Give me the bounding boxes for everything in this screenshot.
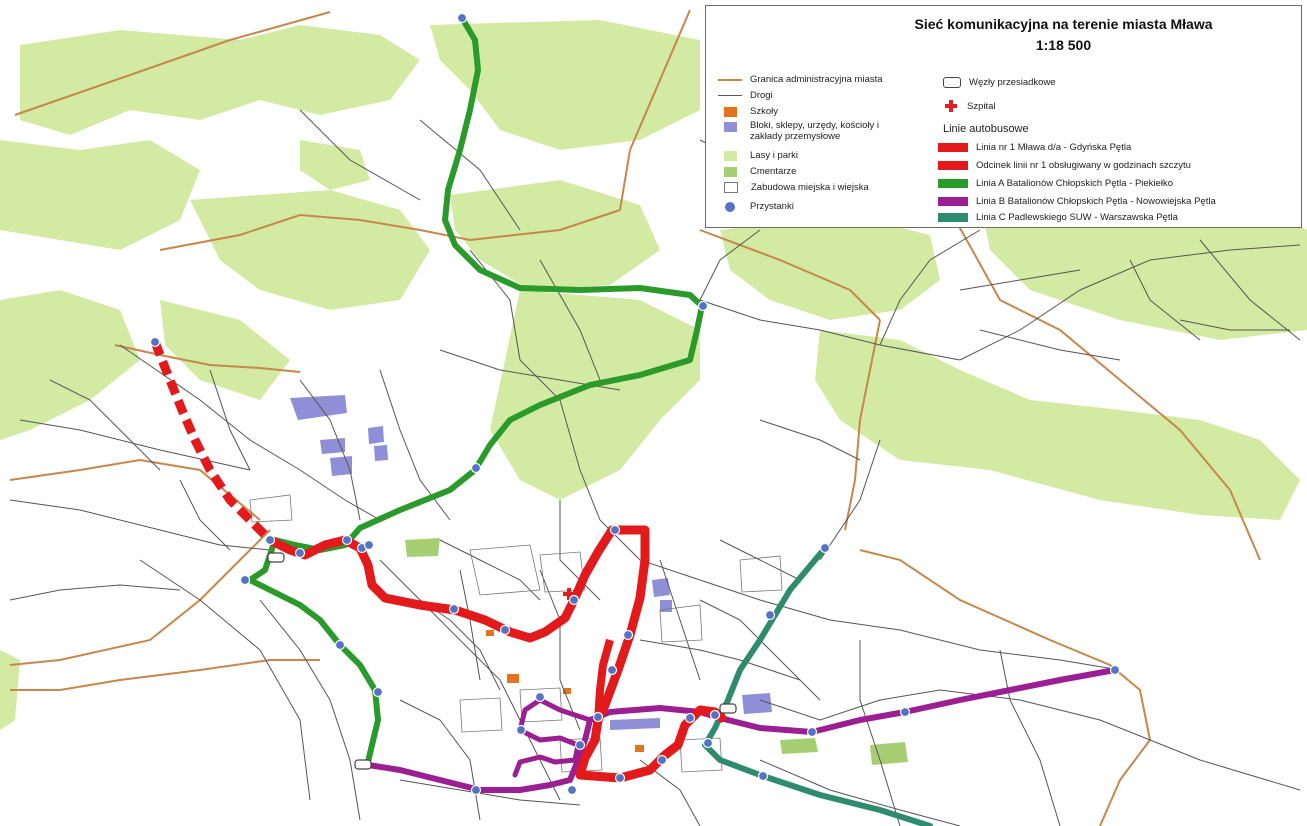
legend-item-boundary: Granica administracyjna miasta — [718, 74, 883, 85]
buildings — [290, 395, 772, 730]
legend-label: Lasy i parki — [750, 150, 799, 161]
forest-swatch — [724, 150, 737, 161]
interchange-icons — [267, 552, 737, 770]
bus-line-1-peak — [150, 340, 274, 544]
line-c-swatch — [938, 213, 968, 222]
admin-boundary — [9, 9, 1301, 826]
line-1-peak-swatch — [938, 161, 968, 170]
legend-item-roads: Drogi — [718, 90, 773, 101]
bus-line-a — [247, 15, 705, 765]
hospital-cross-icon — [943, 100, 959, 112]
road-swatch — [718, 95, 742, 96]
schools — [486, 630, 644, 752]
legend-label: Cmentarze — [750, 166, 797, 177]
legend-label: Linia C Padlewskiego SUW - Warszawska Pę… — [976, 212, 1178, 223]
legend-label: Szkoły — [750, 106, 778, 117]
roads — [9, 109, 1301, 826]
bus-stop-icon — [725, 201, 735, 212]
legend-label: Odcinek linii nr 1 obsługiwany w godzina… — [976, 160, 1191, 171]
line-1-swatch — [938, 143, 968, 152]
bus-line-1 — [265, 525, 727, 783]
legend-label: Linia nr 1 Mława d/a - Gdyńska Pętla — [976, 142, 1132, 153]
forest-areas — [0, 20, 1307, 730]
legend-item-cemeteries: Cmentarze — [718, 166, 796, 177]
legend-label: Węzły przesiadkowe — [969, 77, 1056, 88]
bus-stops — [149, 12, 1121, 796]
boundary-swatch — [718, 78, 742, 81]
legend-item-interchanges: Węzły przesiadkowe — [943, 77, 1056, 88]
legend-item-stops: Przystanki — [718, 201, 794, 212]
legend-item-urban: Zabudowa miejska i wiejska — [718, 182, 869, 193]
bus-lines-heading: Linie autobusowe — [943, 123, 1029, 135]
bus-line-c — [702, 545, 933, 826]
legend-label: Linia A Batalionów Chłopskich Pętla - Pi… — [976, 178, 1173, 189]
building-swatch — [724, 122, 737, 132]
legend-label: Przystanki — [750, 201, 794, 212]
map-legend: Sieć komunikacyjna na terenie miasta Mła… — [705, 5, 1302, 228]
legend-label: Linia B Batalionów Chłopskich Pętla - No… — [976, 196, 1216, 207]
interchange-icon — [943, 77, 961, 88]
legend-item-line-b: Linia B Batalionów Chłopskich Pętla - No… — [938, 196, 1216, 207]
legend-item-forests: Lasy i parki — [718, 150, 798, 161]
line-b-swatch — [938, 197, 968, 206]
cemetery-swatch — [724, 166, 737, 177]
legend-item-line-c: Linia C Padlewskiego SUW - Warszawska Pę… — [938, 212, 1178, 223]
legend-item-line-1: Linia nr 1 Mława d/a - Gdyńska Pętla — [938, 142, 1131, 153]
legend-label: Zabudowa miejska i wiejska — [751, 182, 869, 193]
map-scale: 1:18 500 — [1035, 37, 1092, 53]
school-swatch — [724, 106, 737, 117]
legend-item-hospital: Szpital — [943, 100, 996, 112]
bus-line-1-loop — [594, 638, 614, 721]
urban-swatch — [724, 182, 738, 193]
map-title: Sieć komunikacyjna na terenie miasta Mła… — [914, 16, 1213, 32]
legend-item-schools: Szkoły — [718, 106, 778, 117]
legend-item-line-a: Linia A Batalionów Chłopskich Pętla - Pi… — [938, 178, 1173, 189]
legend-label: Bloki, sklepy, urzędy, kościoły i zakład… — [750, 120, 879, 142]
bus-line-b — [359, 667, 1118, 793]
legend-label: Drogi — [750, 90, 773, 101]
hospital-cross-icon — [563, 588, 575, 600]
legend-item-line-1-peak: Odcinek linii nr 1 obsługiwany w godzina… — [938, 160, 1191, 171]
legend-label: Granica administracyjna miasta — [750, 74, 883, 85]
legend-item-buildings: Bloki, sklepy, urzędy, kościoły i zakład… — [718, 120, 900, 142]
line-a-swatch — [938, 179, 968, 188]
legend-label: Szpital — [967, 100, 996, 112]
